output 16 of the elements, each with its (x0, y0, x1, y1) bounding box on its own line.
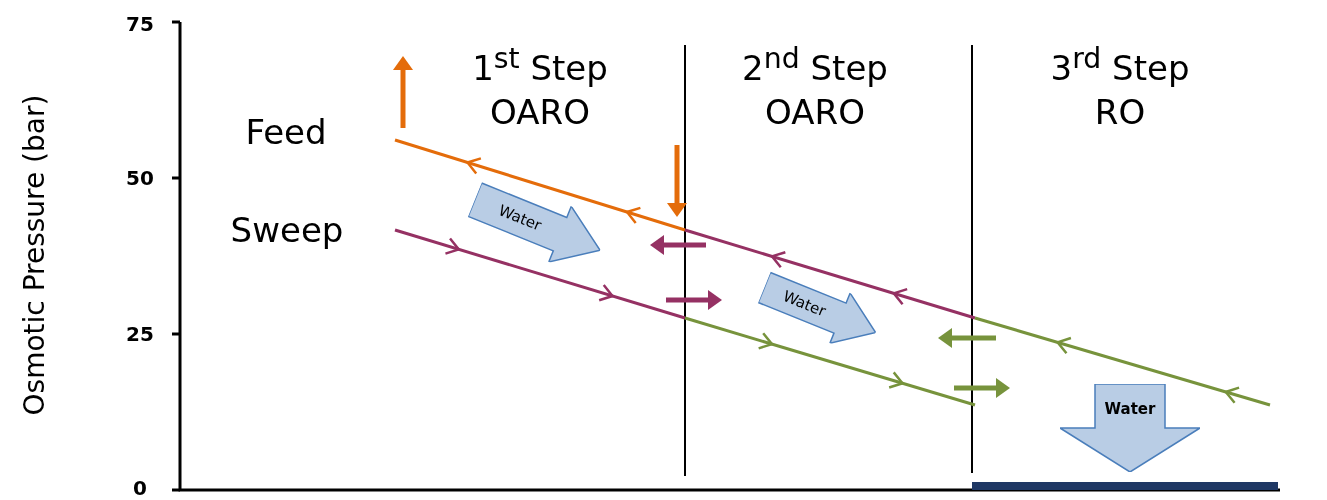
tick-label: 0 (133, 476, 147, 500)
stream-label: Sweep (230, 210, 344, 250)
step-heading: RO (1094, 92, 1146, 132)
arrow-label: Water (1104, 399, 1156, 418)
step-heading: 1$^{st}$ Step (472, 41, 608, 89)
tick-label: 50 (126, 166, 154, 190)
tick-label: 75 (126, 12, 154, 36)
stream-label: Feed (245, 112, 327, 152)
step-heading: 2$^{nd}$ Step (742, 41, 888, 89)
water-flow-arrow (1060, 384, 1200, 472)
tick-label: 25 (126, 322, 154, 346)
step-heading: 3$^{rd}$ Step (1050, 41, 1190, 89)
step-heading: OARO (765, 92, 865, 132)
step-heading: OARO (490, 92, 590, 132)
arrow-label: Water (780, 287, 829, 321)
axis-title: Osmotic Pressure (bar) (17, 94, 51, 416)
